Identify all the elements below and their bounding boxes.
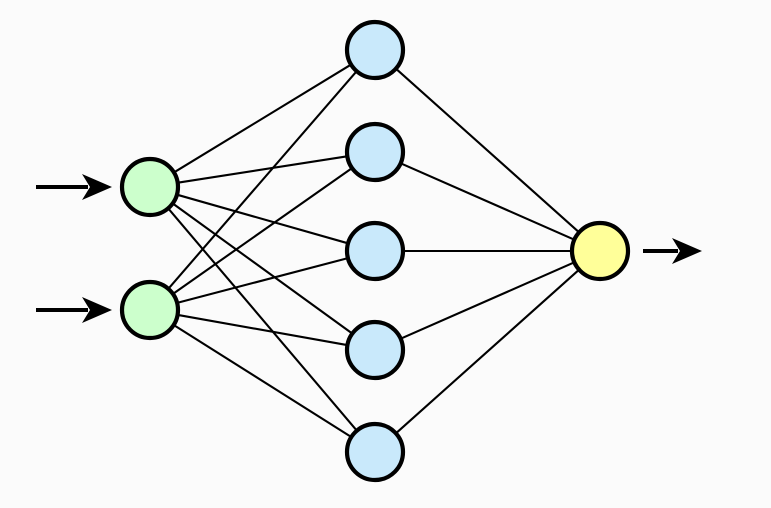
input-arrow-1-head (82, 174, 112, 200)
edge-h1-o1 (395, 68, 580, 233)
node-layer (119, 19, 631, 483)
edge-i1-h3 (176, 193, 349, 245)
node-i2[interactable] (119, 279, 181, 341)
input-arrow-2 (36, 297, 112, 323)
node-h2[interactable] (344, 121, 406, 183)
edge-i2-h1 (167, 70, 358, 290)
edge-i2-h3 (177, 257, 349, 304)
node-h4[interactable] (344, 319, 406, 381)
edge-h4-o1 (400, 261, 575, 340)
node-h5[interactable] (344, 421, 406, 483)
edge-i1-h2 (177, 155, 348, 184)
output-arrow-1 (643, 238, 702, 264)
edge-i2-h4 (177, 314, 348, 346)
node-h1[interactable] (344, 19, 406, 81)
output-arrow-1-head (672, 238, 702, 264)
input-arrow-1 (36, 174, 112, 200)
edge-i1-h1 (173, 64, 352, 173)
edge-i2-h2 (172, 167, 353, 295)
node-o1[interactable] (569, 220, 631, 282)
edge-layer (167, 64, 580, 438)
edge-h5-o1 (395, 269, 580, 434)
edge-i1-h4 (172, 202, 353, 335)
input-arrow-2-head (82, 297, 112, 323)
node-i1[interactable] (119, 156, 181, 218)
edge-h2-o1 (400, 162, 575, 241)
edge-i1-h5 (167, 208, 358, 431)
node-h3[interactable] (344, 220, 406, 282)
edge-i2-h5 (173, 324, 352, 438)
io-arrow-layer (36, 174, 702, 323)
